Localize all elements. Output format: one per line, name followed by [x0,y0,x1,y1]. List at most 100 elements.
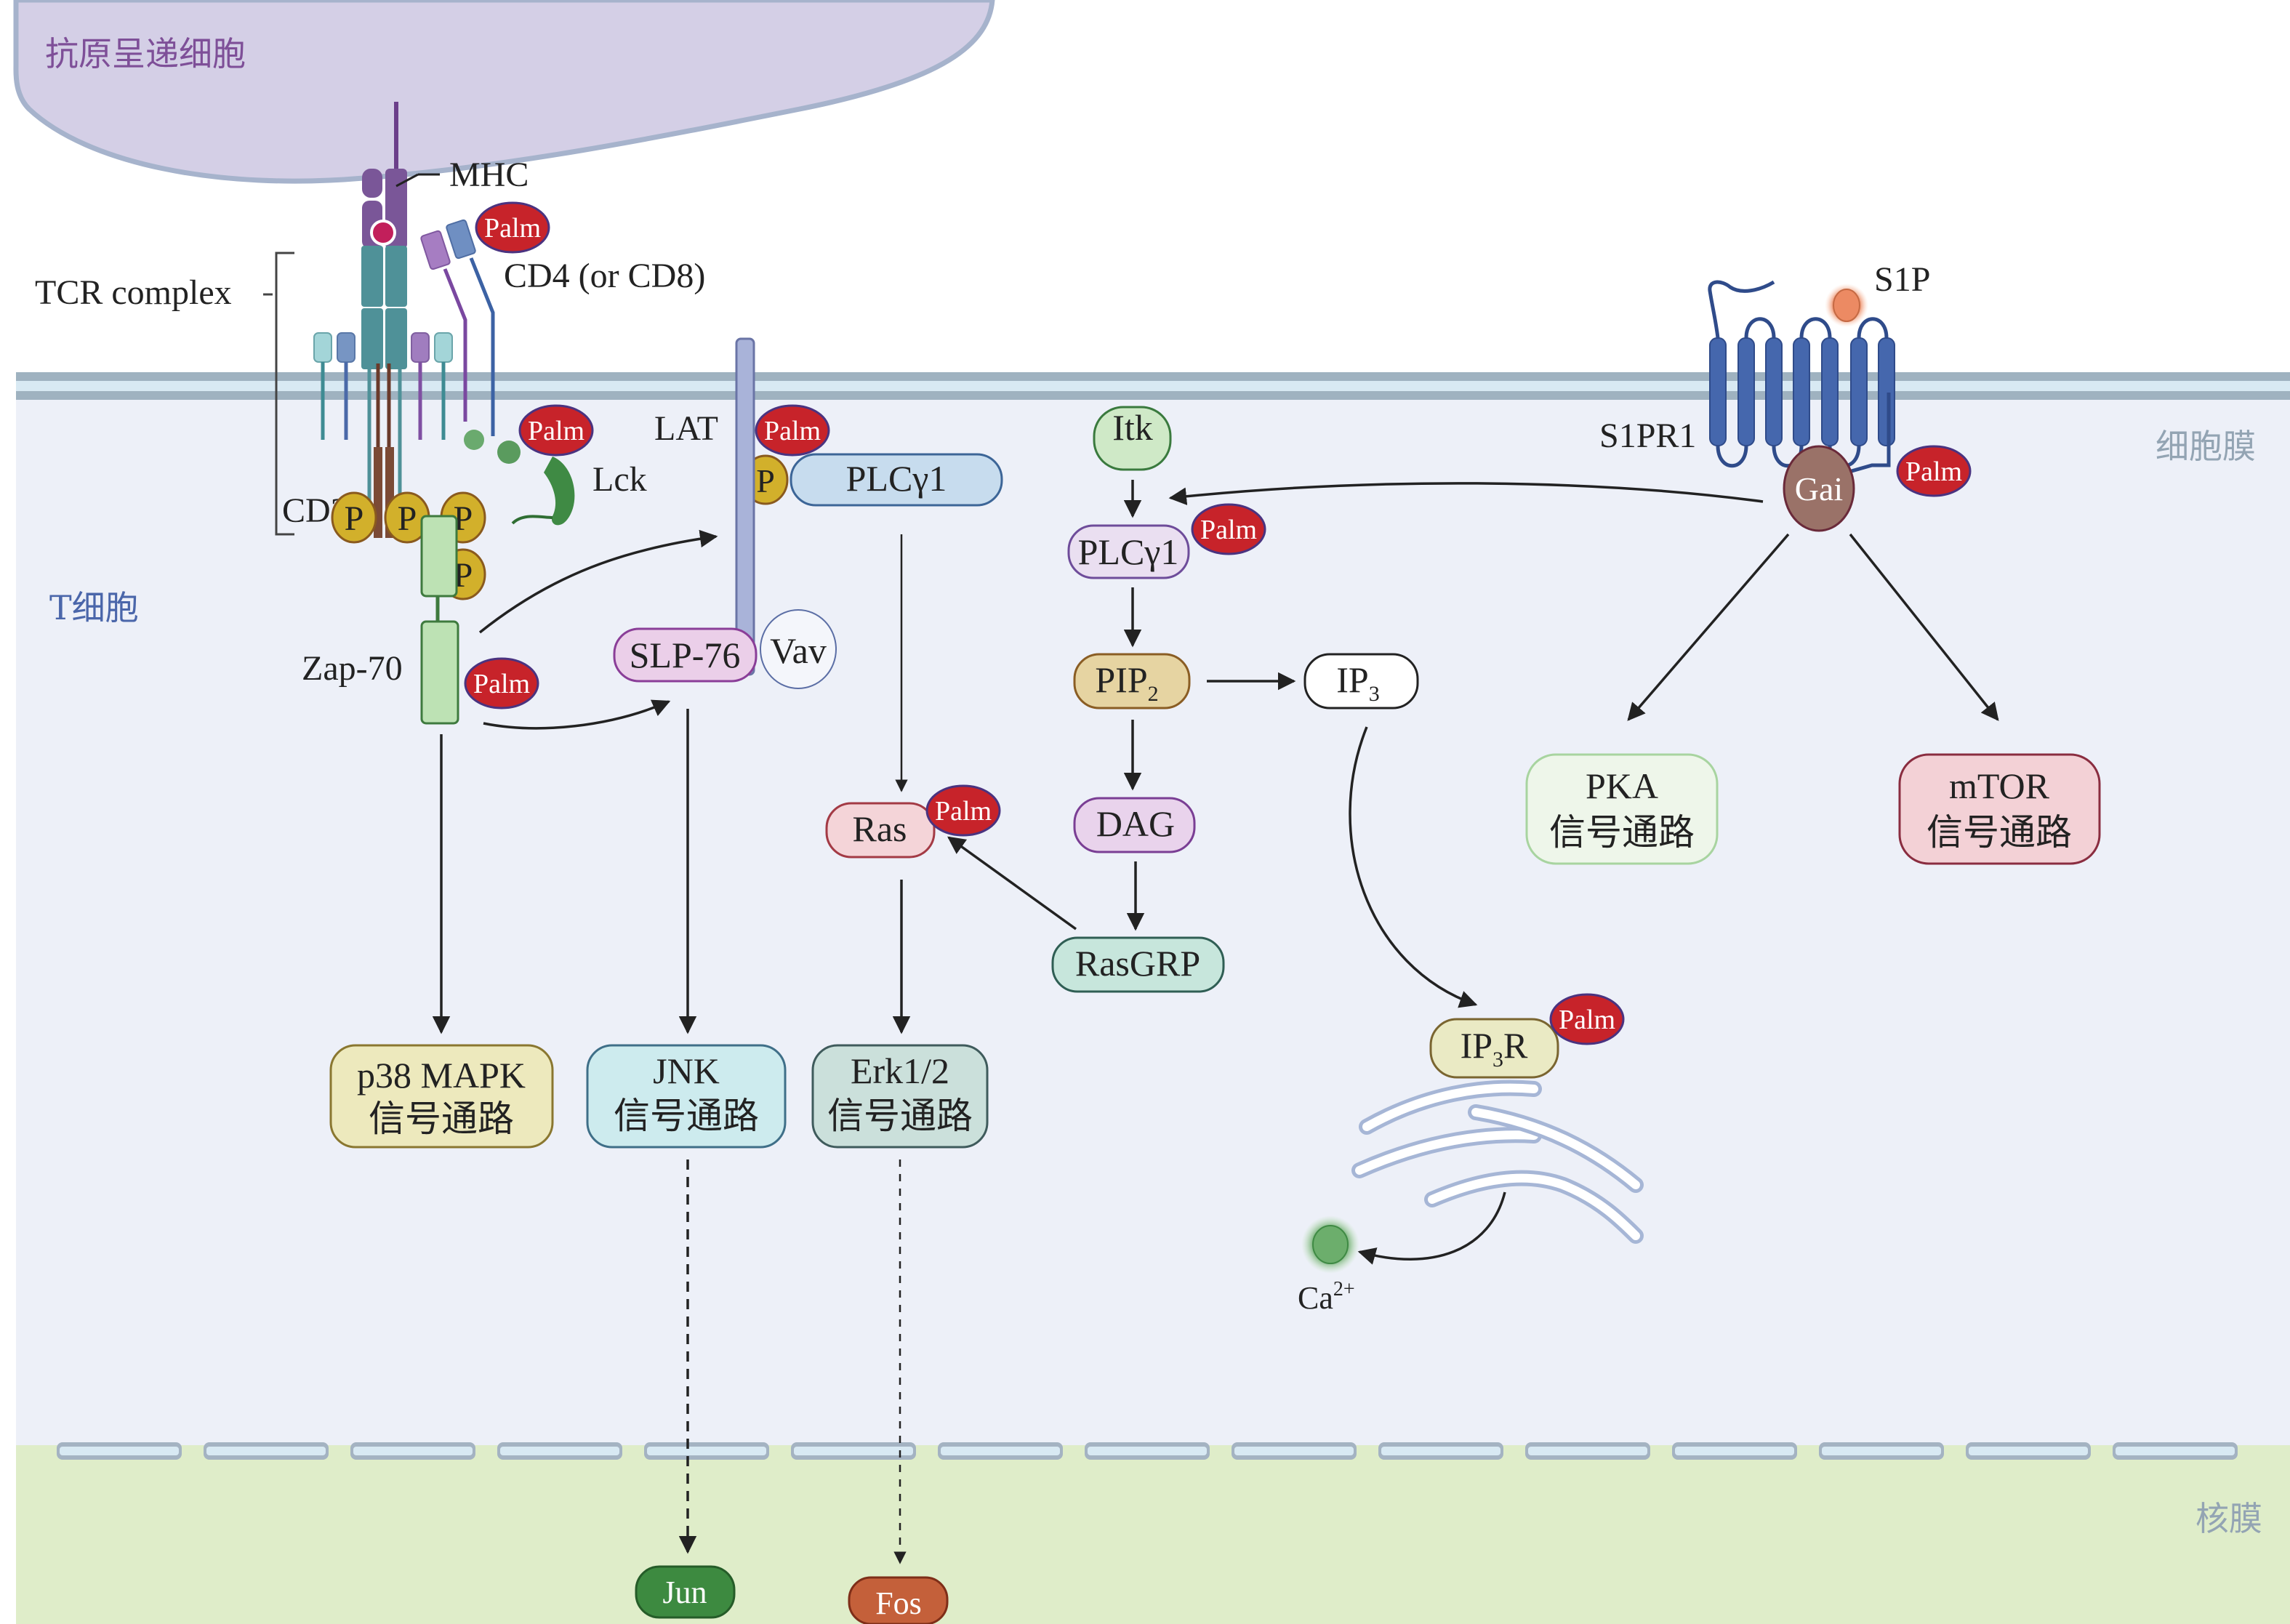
palm-badge: Palm [755,404,830,457]
tcr-complex [313,246,453,502]
jun-factor: Jun [635,1565,736,1619]
svg-text:Jun: Jun [662,1575,707,1610]
nuclear-pore-segment [350,1442,475,1460]
plcg1-lat-node: PLCγ1 [790,453,1003,507]
nuclear-pore-segment [1819,1442,1944,1460]
endoplasmic-reticulum [1351,1080,1644,1244]
nuclear-pore-segment [644,1442,769,1460]
jnk-pathway: JNK 信号通路 [586,1044,787,1149]
svg-text:Vav: Vav [770,630,827,671]
ip3-node: IP3 [1303,653,1419,710]
svg-text:Palm: Palm [528,416,584,446]
svg-text:Palm: Palm [1905,457,1962,487]
nuclear-pore-segment [1966,1442,2091,1460]
pip2-node: PIP2 [1073,653,1191,710]
nuclear-pore-segment [1525,1442,1650,1460]
zap70-kinase [420,515,459,725]
arrow-zap70-to-lat [478,529,718,634]
svg-text:Erk1/2: Erk1/2 [851,1050,949,1091]
palm-badge: Palm [475,201,550,254]
nuclear-pore-segment [1672,1442,1797,1460]
svg-text:p38 MAPK: p38 MAPK [357,1055,526,1096]
antigen-presenting-cell [13,0,995,184]
nuclear-pore-segment [57,1442,182,1460]
arrow-gai-to-plcg1 [1168,482,1764,505]
s1pr1-helix [1793,337,1810,446]
rasgrp-node: RasGRP [1051,936,1225,993]
apc-label: 抗原呈递细胞 [45,34,246,73]
s1pr1-receptor [1708,280,1895,468]
svg-text:RasGRP: RasGRP [1075,943,1200,984]
fos-factor: Fos [848,1576,949,1624]
svg-text:PKA: PKA [1586,765,1658,806]
nuclear-pore-segment [1232,1442,1357,1460]
ip3r-node: IP3R [1429,1018,1559,1079]
nuclear-pore-segment [204,1442,329,1460]
s1pr1-helix [1765,337,1783,446]
erk-pathway: Erk1/2 信号通路 [811,1044,989,1149]
lat-label: LAT [654,409,718,448]
svg-text:信号通路: 信号通路 [1549,811,1695,853]
s1pr1-helix [1821,337,1839,446]
cd4-label: CD4 (or CD8) [504,257,705,295]
svg-text:PLCγ1: PLCγ1 [846,458,947,499]
svg-text:信号通路: 信号通路 [614,1095,759,1137]
phospho-site: P [331,491,377,544]
gai-protein: Gai [1783,445,1855,532]
svg-text:P: P [756,462,775,499]
signal-arrows [432,480,1999,1564]
nuclear-pore-segment [938,1442,1063,1460]
svg-text:P: P [345,499,364,538]
svg-text:Palm: Palm [484,213,541,244]
svg-text:Ras: Ras [853,808,907,849]
mhc-label: MHC [449,156,529,194]
svg-text:DAG: DAG [1096,803,1175,844]
arrow-ip3-to-ip3r [1349,726,1478,1008]
palm-badge: Palm [518,404,594,457]
s1pr1-helix [1709,337,1727,446]
nuclear-pore-segment [1378,1442,1503,1460]
itk-node: Itk [1093,406,1172,471]
arrow-gai-to-mtor [1849,533,1999,721]
pka-pathway: PKA 信号通路 [1525,753,1719,865]
cell-membrane-label: 细胞膜 [2156,427,2256,466]
svg-text:mTOR: mTOR [1949,765,2050,806]
svg-text:信号通路: 信号通路 [1927,811,2072,853]
nuclear-pore-segment [2113,1442,2238,1460]
svg-text:IP3: IP3 [1336,659,1379,706]
p38-mapk-pathway: p38 MAPK 信号通路 [329,1044,554,1149]
lck-label: Lck [592,460,647,499]
svg-text:SLP-76: SLP-76 [630,635,741,675]
svg-text:信号通路: 信号通路 [369,1098,514,1140]
arrow-gai-to-pka [1627,533,1790,721]
palm-badge: Palm [464,657,539,710]
t-cell-label: T细胞 [49,588,139,627]
lat-adaptor [735,337,755,676]
svg-text:Palm: Palm [935,796,992,827]
mhc-molecule [362,102,407,249]
tcr-complex-label: TCR complex [35,273,232,312]
s1pr1-helix [1737,337,1755,446]
arrow-er-to-calcium [1357,1191,1506,1265]
s1pr1-label: S1PR1 [1599,417,1696,455]
cd4-coreceptor [420,219,495,436]
s1pr1-helix [1878,337,1895,446]
cell-membrane [16,372,2290,400]
ras-node: Ras [825,802,936,859]
svg-text:Palm: Palm [1559,1005,1615,1035]
lck-kinase [464,430,575,526]
s1pr1-loops [1708,280,1889,468]
svg-text:P: P [398,499,417,538]
svg-text:PLCγ1: PLCγ1 [1078,531,1179,572]
svg-text:Itk: Itk [1112,407,1153,448]
dag-node: DAG [1073,797,1196,853]
phospho-site: P [384,491,430,544]
mhc-leader-line [395,173,419,188]
plcg1-node: PLCγ1 [1067,524,1190,579]
s1pr1-helix [1850,337,1868,446]
palm-badge: Palm [1549,993,1625,1045]
nuclear-membrane-label: 核膜 [2195,1499,2262,1538]
palm-badge: Palm [1191,503,1266,555]
